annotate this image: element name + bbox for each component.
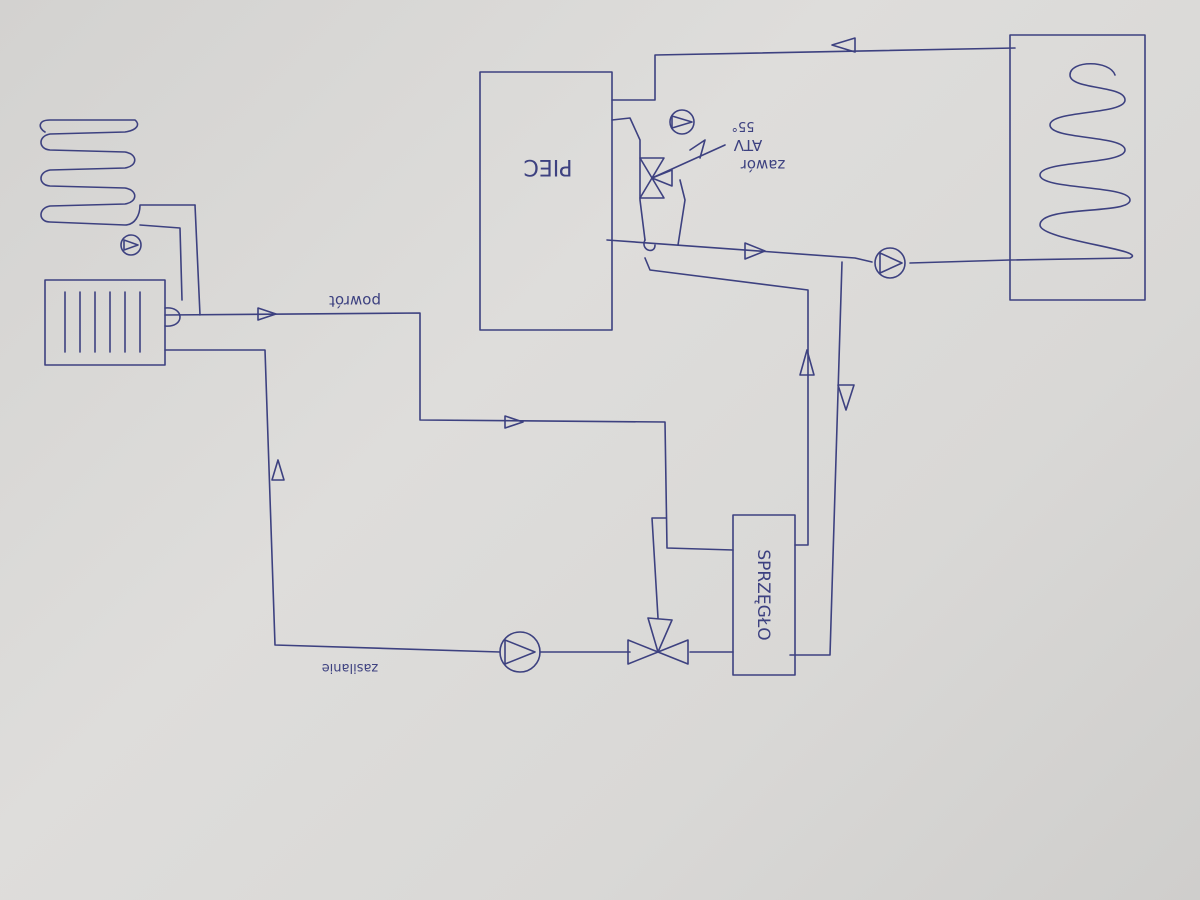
supply-label: zasilanie <box>322 660 379 675</box>
radiator-icon <box>44 279 181 366</box>
coupler-label: SPRZĘGŁO <box>753 549 773 640</box>
valve-note-line2: ATV <box>733 136 762 154</box>
atv-valve-icon <box>639 139 726 252</box>
supply-pipe <box>164 312 734 551</box>
coil-feed-line <box>139 204 201 316</box>
boiler-top-pipe <box>611 47 1016 246</box>
tank-pump-icon <box>874 247 906 279</box>
boiler-label: PIEC <box>523 154 572 179</box>
boiler-pump-icon <box>669 109 695 135</box>
valve-note-line1: zawór <box>740 156 786 174</box>
flow-arrow <box>257 307 524 429</box>
flow-arrow <box>831 37 856 53</box>
flow-arrow <box>799 349 855 411</box>
supply-pump-icon <box>499 631 541 673</box>
boiler <box>479 71 613 331</box>
valve-note-line3: 55° <box>731 118 754 133</box>
coil-pump-icon <box>120 234 142 256</box>
hydraulic-coupler <box>732 514 796 676</box>
return-pipe <box>164 349 734 653</box>
boiler-outlet-pipe <box>606 239 1011 264</box>
flow-arrow <box>271 459 285 481</box>
flow-arrow <box>744 242 766 260</box>
return-label: powrót <box>329 292 381 310</box>
heating-coil <box>39 119 196 226</box>
three-way-valve-icon <box>627 517 689 665</box>
coupler-to-boiler-pipe <box>644 257 843 656</box>
hot-water-tank <box>1009 34 1146 301</box>
